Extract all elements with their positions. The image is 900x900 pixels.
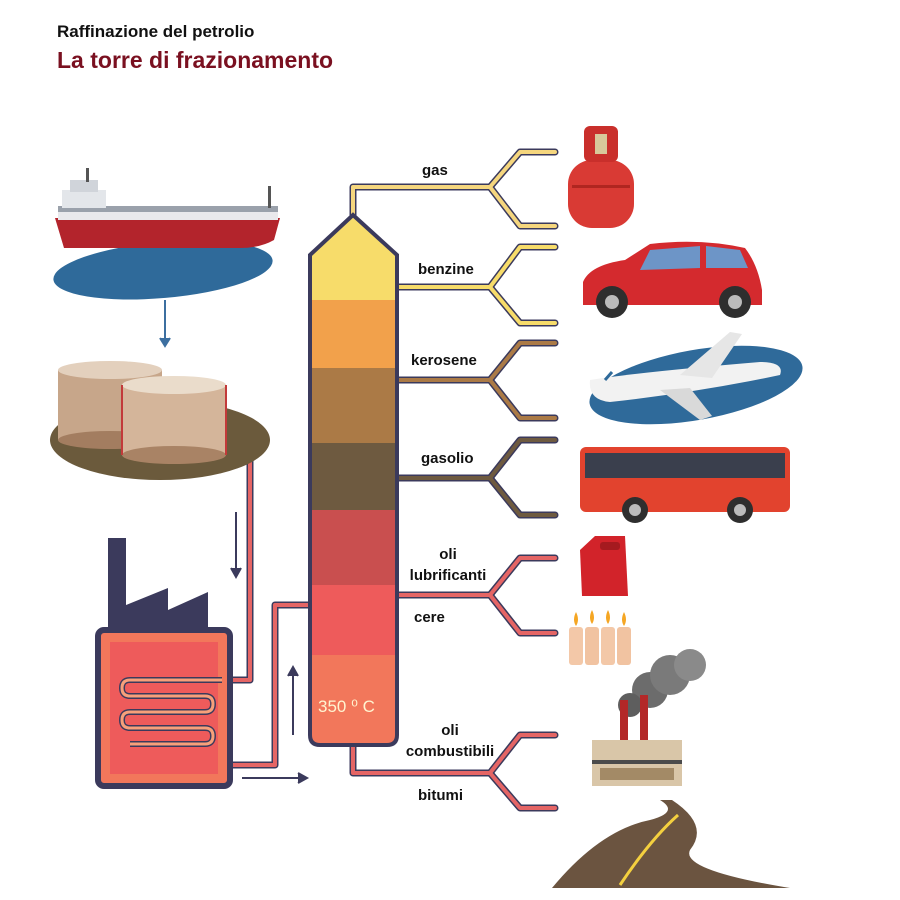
road-icon [552, 800, 790, 888]
fraction-branches [349, 148, 559, 812]
car-icon [583, 241, 762, 318]
diagram-title: La torre di frazionamento [57, 47, 334, 73]
flow-arrows [159, 300, 310, 784]
fraction-label-oli-combustibili: oli combustibili [405, 722, 495, 760]
fraction-label-kerosene: kerosene [411, 352, 477, 369]
fraction-label-benzine: benzine [418, 261, 474, 278]
storage-tanks-icon [50, 361, 270, 480]
arrow-down-icon [159, 300, 171, 348]
fractionating-tower [308, 212, 399, 747]
furnace-factory-icon [95, 538, 233, 789]
gas-cylinder-icon [568, 126, 634, 228]
power-plant-icon [592, 649, 706, 786]
fuel-can-icon [580, 536, 628, 596]
arrow-up-icon [287, 664, 299, 735]
airplane-icon [589, 332, 803, 425]
fraction-label-gas: gas [422, 162, 448, 179]
tanker-ship-icon [53, 168, 280, 300]
bus-icon [580, 447, 790, 523]
fraction-label-bitumi: bitumi [418, 787, 463, 804]
arrow-right-icon [242, 772, 310, 784]
candles-icon [569, 610, 631, 665]
fraction-label-gasolio: gasolio [421, 450, 474, 467]
diagram-subtitle: Raffinazione del petrolio [57, 22, 255, 41]
tower-temperature-label: 350 ⁰ C [318, 697, 375, 716]
fraction-label-cere: cere [414, 609, 445, 626]
arrow-down-icon [230, 512, 242, 580]
fraction-label-oli-lubrificanti: oli lubrificanti [409, 546, 487, 584]
